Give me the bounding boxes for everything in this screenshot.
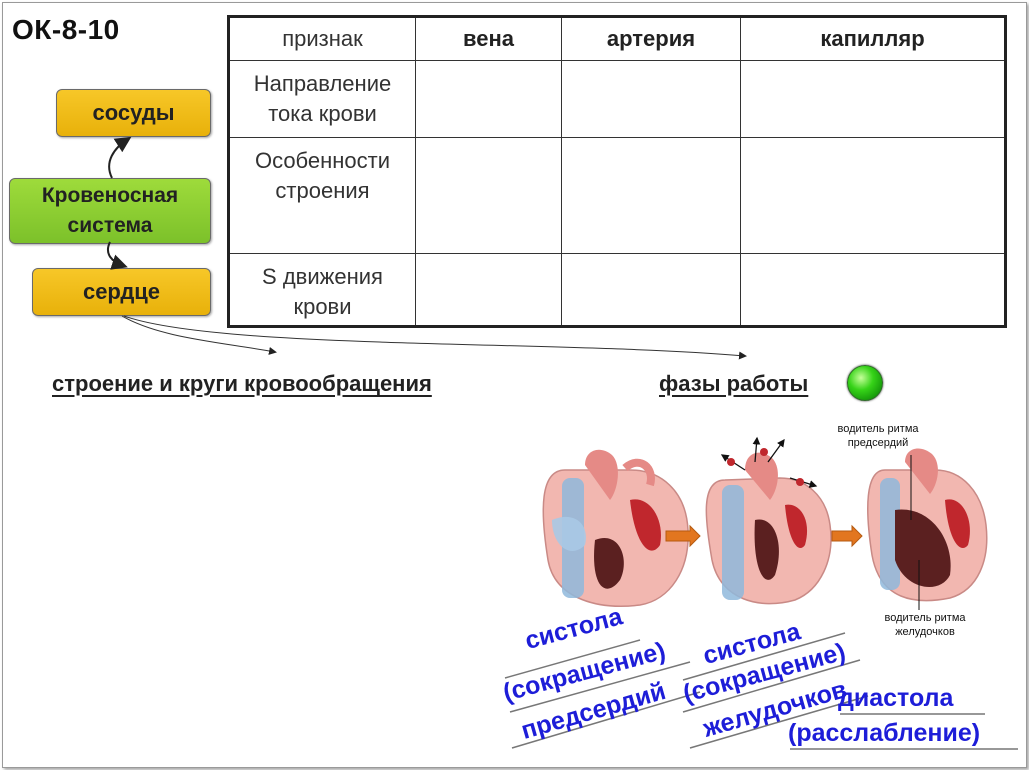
phases-link[interactable]: фазы работы [659, 371, 809, 396]
ventricular-pacemaker-label: водитель ритма желудочков [884, 612, 966, 638]
header-cell-artery: артерия [561, 16, 741, 61]
heart-illustration-ventricular-systole [705, 436, 832, 605]
phase-arrow-2 [831, 524, 863, 548]
table-row: Направление тока крови [228, 60, 1006, 138]
circulatory-system-label: Кровеносная система [41, 184, 179, 237]
atrial-pacemaker-label: водитель ритма предсердий [837, 423, 919, 449]
table-cell[interactable] [415, 60, 562, 138]
header-cell-capillary: капилляр [740, 16, 1006, 61]
table-row: Особенности строения [228, 137, 1006, 254]
arrow-to-heart [106, 241, 128, 270]
vessels-label: сосуды [92, 100, 175, 125]
circulatory-system-box[interactable]: Кровеносная система [9, 178, 211, 244]
header-cell-feature: признак [228, 16, 416, 61]
arrow-to-phases [123, 315, 747, 360]
table-cell[interactable] [561, 253, 741, 327]
heart-illustration-atrial-systole [542, 449, 689, 607]
structure-link[interactable]: строение и круги кровообращения [52, 371, 432, 396]
heart-label: сердце [82, 279, 161, 304]
vessel-comparison-table: признак вена артерия капилляр Направлени… [227, 15, 1007, 328]
heart-box[interactable]: сердце [32, 268, 211, 316]
table-cell[interactable] [740, 253, 1006, 327]
table-cell[interactable] [561, 60, 741, 138]
phase-arrow-1 [665, 524, 701, 548]
arrow-to-structure [121, 315, 277, 355]
heart-illustration-diastole [867, 448, 988, 610]
row-label-blood-speed: S движения крови [228, 253, 416, 327]
table-header-row: признак вена артерия капилляр [228, 16, 1006, 61]
phase3-line2: (расслабление) [788, 719, 981, 747]
status-dot-icon[interactable] [847, 365, 883, 401]
phase3-line1: диастола [838, 684, 954, 712]
table-cell[interactable] [740, 60, 1006, 138]
vessels-box[interactable]: сосуды [56, 89, 211, 137]
slide-code: ОК-8-10 [12, 14, 120, 45]
table-row: S движения крови [228, 253, 1006, 327]
table-cell[interactable] [740, 137, 1006, 254]
row-label-flow-direction: Направление тока крови [228, 60, 416, 138]
arrow-to-vessels [108, 136, 132, 179]
table-cell[interactable] [415, 253, 562, 327]
